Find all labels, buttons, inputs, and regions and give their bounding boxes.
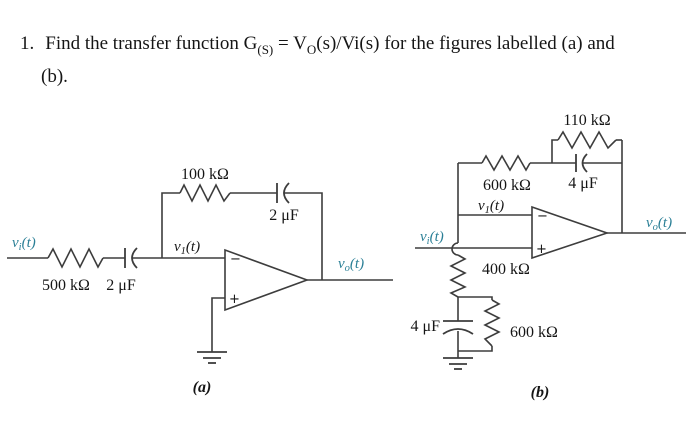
circuit-b-feedback-resistor-series-symbol [481, 154, 531, 172]
circuit-a-feedback-right-wire [284, 192, 323, 280]
circuit-a-feedback-left-riser [161, 192, 180, 258]
problem-statement-line1: 1. Find the transfer function G(S) = VO(s… [20, 33, 615, 58]
circuit-b-feedback-capacitor-label: 4 μF [568, 175, 598, 192]
problem-number: 1. [20, 33, 35, 54]
circuit-a: − + 100 kΩ 2 μF 500 kΩ 2 μF vi(t) v1(t) … [7, 166, 393, 396]
circuit-b-shunt-resistor-symbol [483, 299, 501, 347]
circuit-a-input-resistor-label: 500 kΩ [42, 277, 90, 294]
circuit-b-input-resistor-label: 400 kΩ [482, 261, 530, 278]
circuit-b: − + 110 kΩ 600 kΩ 4 μF 400 kΩ [411, 112, 686, 401]
problem-statement-line2: (b). [41, 66, 68, 87]
circuit-a-node-signal-label: v1(t) [174, 239, 200, 257]
problem-text-2: = V [273, 33, 307, 54]
circuit-a-feedback-capacitor-label: 2 μF [269, 207, 299, 224]
circuit-b-input-resistor-symbol [449, 254, 467, 298]
circuit-b-shunt-capacitor-plate-curved [442, 328, 474, 335]
circuit-a-feedback-resistor-label: 100 kΩ [181, 166, 229, 183]
circuit-a-plus-input-wire [211, 297, 225, 352]
circuit-a-ground-symbol [197, 351, 227, 364]
circuit-b-shunt-resistor-label: 600 kΩ [510, 324, 558, 341]
circuit-b-parallel-left-stub [551, 139, 558, 163]
circuit-b-feedback-resistor-series-label: 600 kΩ [483, 177, 531, 194]
circuit-a-opamp-noninverting-sign: + [229, 292, 240, 307]
circuit-b-opamp-noninverting-sign: + [536, 242, 547, 257]
circuit-b-feedback-resistor-parallel-label: 110 kΩ [563, 112, 610, 129]
circuit-a-input-signal-label: vi(t) [12, 235, 36, 253]
circuit-b-opamp-inverting-sign: − [537, 209, 548, 224]
circuit-a-opamp-inverting-sign: − [230, 252, 241, 267]
circuit-a-input-capacitor-label: 2 μF [106, 277, 136, 294]
circuit-b-shunt-bottom-connector [458, 346, 493, 352]
vo-subscript: O [306, 41, 317, 57]
g-subscript: (S) [257, 41, 274, 57]
circuit-a-caption: (a) [193, 379, 212, 396]
problem-text-1: Find the transfer function G [45, 33, 258, 54]
circuit-b-shunt-capacitor-label: 4 μF [411, 318, 441, 335]
circuit-a-feedback-resistor-symbol [179, 183, 231, 203]
circuit-b-shunt-top-connector [458, 296, 493, 300]
circuit-b-opamp-triangle [531, 205, 610, 260]
circuit-b-ground-symbol [443, 357, 473, 370]
circuit-b-output-signal-label: vo(t) [646, 215, 672, 233]
circuit-b-crossover-hop [451, 242, 459, 256]
circuit-a-opamp-triangle [224, 248, 310, 312]
circuit-a-output-signal-label: vo(t) [338, 256, 364, 274]
circuit-b-caption: (b) [531, 384, 550, 401]
circuit-b-node-signal-label: v1(t) [478, 198, 504, 216]
circuit-a-input-resistor-symbol [47, 247, 104, 269]
circuit-b-input-signal-label: vi(t) [420, 229, 444, 247]
circuit-b-feedback-resistor-parallel-symbol [557, 130, 617, 150]
problem-text-3: (s)/Vi(s) for the figures labelled (a) a… [316, 33, 615, 54]
